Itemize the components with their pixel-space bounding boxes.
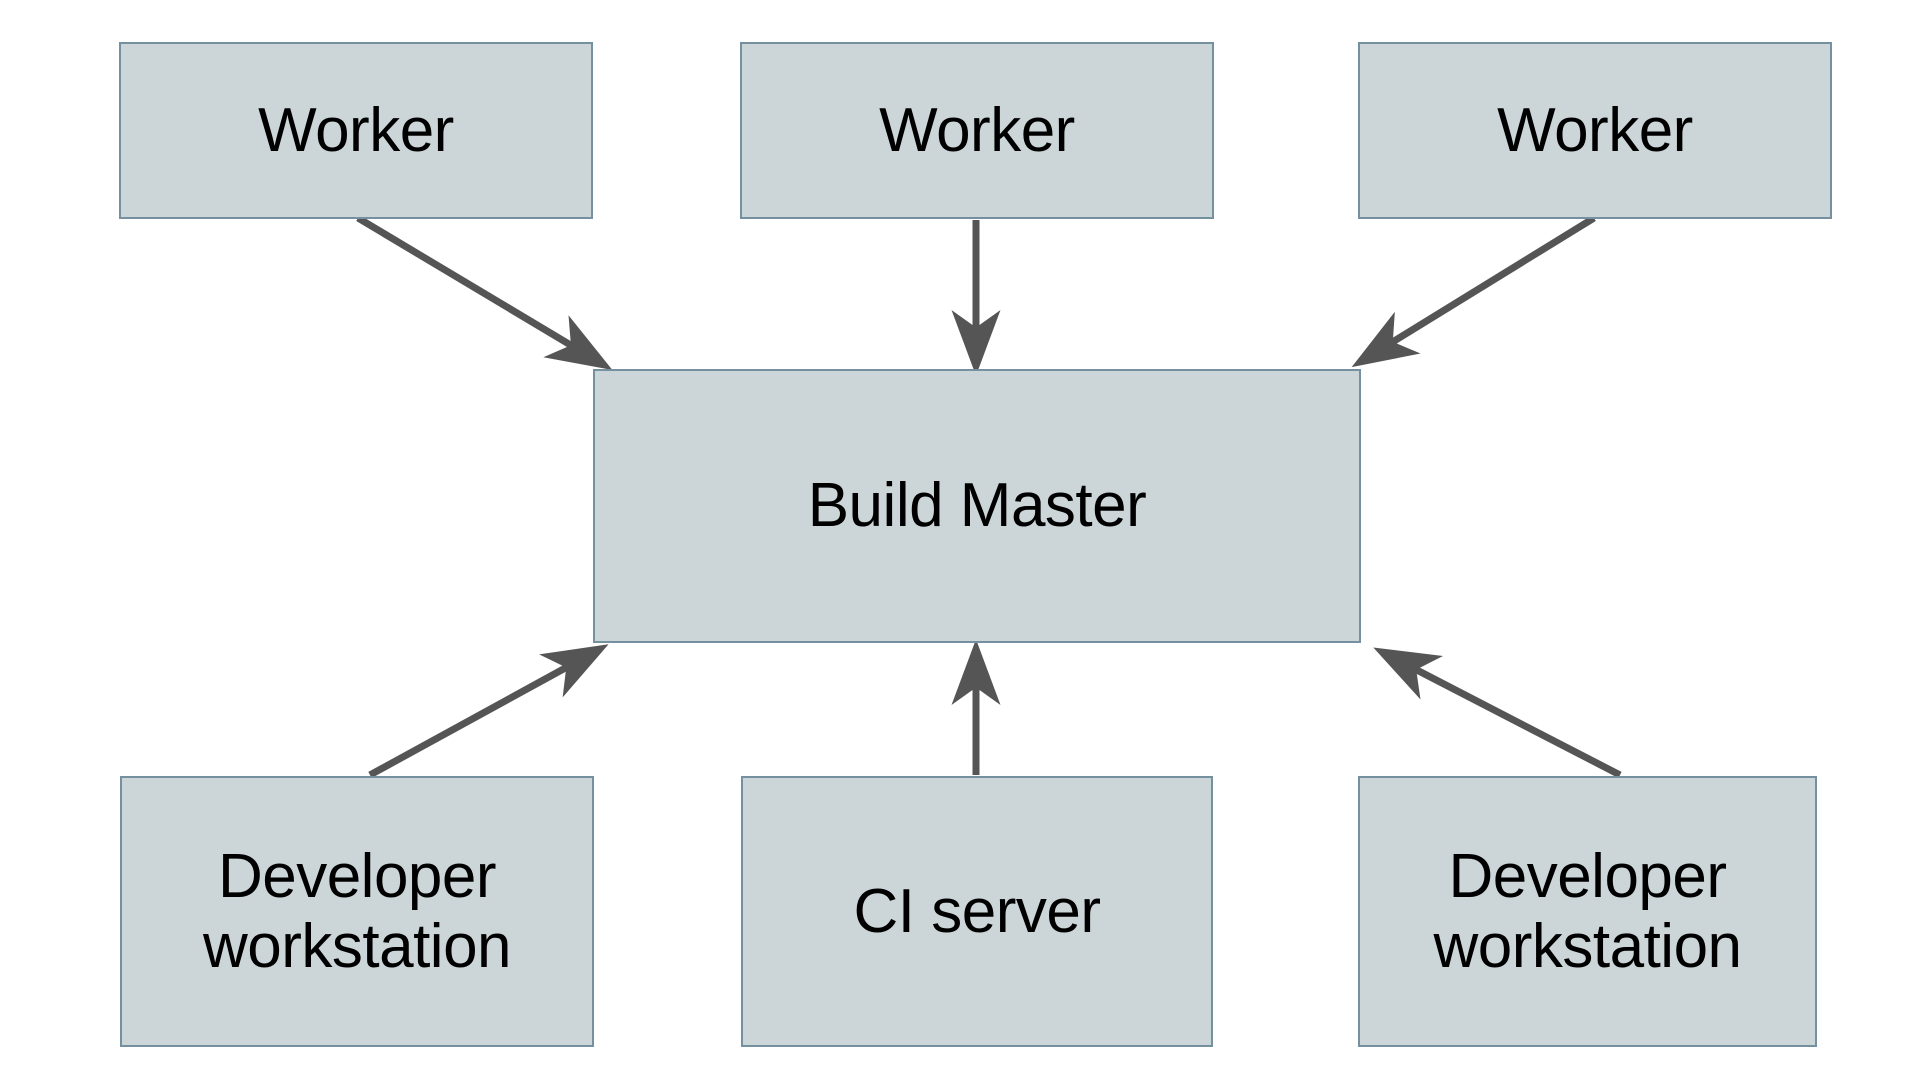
node-developer-workstation-right-label: Developer workstation xyxy=(1433,842,1742,981)
node-worker-2[interactable]: Worker xyxy=(740,42,1214,219)
node-build-master[interactable]: Build Master xyxy=(593,369,1361,643)
node-worker-3[interactable]: Worker xyxy=(1358,42,1832,219)
node-developer-workstation-right[interactable]: Developer workstation xyxy=(1358,776,1817,1047)
node-developer-workstation-left-label: Developer workstation xyxy=(202,842,512,981)
node-worker-3-label: Worker xyxy=(1497,95,1693,165)
edge-worker-3-to-build-master xyxy=(1351,215,1596,368)
node-worker-1-label: Worker xyxy=(258,95,454,165)
node-worker-2-label: Worker xyxy=(879,95,1075,165)
node-worker-1[interactable]: Worker xyxy=(119,42,593,219)
edge-worker-1-to-build-master xyxy=(356,214,613,371)
node-build-master-label: Build Master xyxy=(807,471,1147,541)
edge-developer-workstation-left-to-build-master xyxy=(368,644,609,779)
node-ci-server[interactable]: CI server xyxy=(741,776,1213,1047)
node-developer-workstation-left[interactable]: Developer workstation xyxy=(120,776,594,1047)
node-ci-server-label: CI server xyxy=(853,876,1101,946)
edge-developer-workstation-right-to-build-master xyxy=(1373,647,1622,779)
